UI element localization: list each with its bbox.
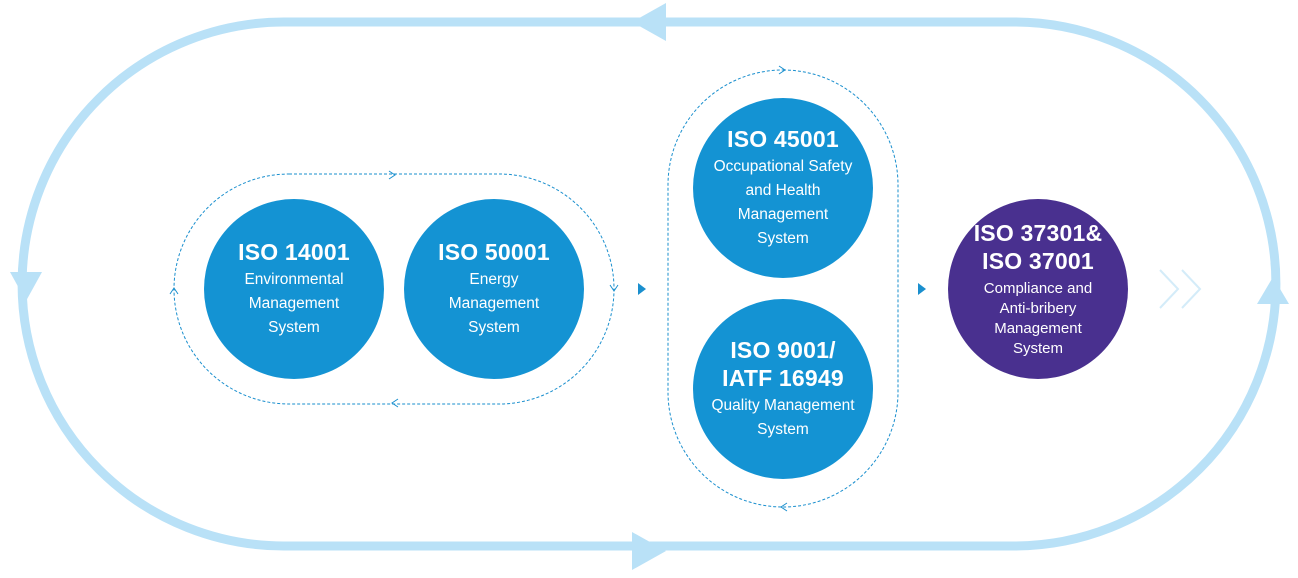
loop-arrow-left-right: [609, 284, 619, 292]
loop-arrow-middle-bottom: [780, 502, 788, 512]
node-desc-line: Quality Management: [711, 397, 855, 414]
outer-arrow-left: [10, 272, 42, 301]
node-desc-line: System: [757, 230, 809, 247]
node-code-line: ISO 9001/: [730, 337, 836, 363]
node-desc-line: Management: [248, 295, 340, 312]
outer-arrow-bottom: [632, 532, 666, 570]
chevron-icon-2: [1181, 269, 1202, 309]
node-code: ISO 14001: [238, 239, 350, 265]
node-desc-line: Anti-bribery: [999, 300, 1077, 317]
loop-arrow-left-bottom: [391, 398, 399, 408]
group-loop-middle: [667, 69, 899, 508]
outer-arrow-top: [632, 3, 666, 41]
chevron-icon-1: [1159, 269, 1180, 309]
outer-loop: [17, 17, 1281, 551]
node-desc-line: System: [468, 319, 520, 336]
loop-arrow-left-left: [169, 287, 179, 295]
node-desc-line: Compliance and: [983, 280, 1093, 297]
flow-arrow-1: [638, 283, 646, 295]
node-description: Quality Management System: [711, 394, 854, 442]
node-iso37301-iso37001: ISO 37301& ISO 37001 Compliance and Anti…: [948, 199, 1128, 379]
node-desc-line: Environmental: [244, 271, 344, 288]
node-desc-line: and Health: [745, 182, 821, 199]
node-desc-line: System: [1012, 340, 1063, 357]
node-desc-line: Management: [994, 320, 1082, 337]
node-iso45001: ISO 45001 Occupational Safety and Health…: [693, 98, 873, 278]
node-desc-line: System: [757, 421, 809, 438]
node-code: ISO 37301& ISO 37001: [974, 219, 1103, 275]
node-code: ISO 50001: [438, 239, 550, 265]
node-code: ISO 9001/ IATF 16949: [722, 336, 844, 392]
node-desc-line: Occupational Safety: [713, 158, 853, 175]
node-description: Occupational Safety and Health Managemen…: [714, 155, 853, 251]
node-description: Compliance and Anti-bribery Management S…: [984, 279, 1092, 359]
node-code-line: IATF 16949: [722, 365, 844, 391]
node-code: ISO 45001: [727, 126, 839, 152]
node-desc-line: Energy: [469, 271, 519, 288]
node-iso50001: ISO 50001 Energy Management System: [404, 199, 584, 379]
node-code-line: ISO 37301&: [973, 220, 1103, 246]
node-desc-line: System: [268, 319, 320, 336]
node-code-line: ISO 37001: [982, 248, 1094, 274]
node-iso14001: ISO 14001 Environmental Management Syste…: [204, 199, 384, 379]
loop-arrow-left-top: [388, 170, 396, 180]
node-desc-line: Management: [737, 206, 829, 223]
node-description: Environmental Management System: [244, 268, 343, 340]
outer-arrow-right: [1257, 277, 1289, 304]
node-description: Energy Management System: [449, 268, 539, 340]
loop-arrow-middle-top: [778, 65, 786, 75]
node-iso9001-iatf16949: ISO 9001/ IATF 16949 Quality Management …: [693, 299, 873, 479]
flow-arrow-2: [918, 283, 926, 295]
node-desc-line: Management: [448, 295, 540, 312]
